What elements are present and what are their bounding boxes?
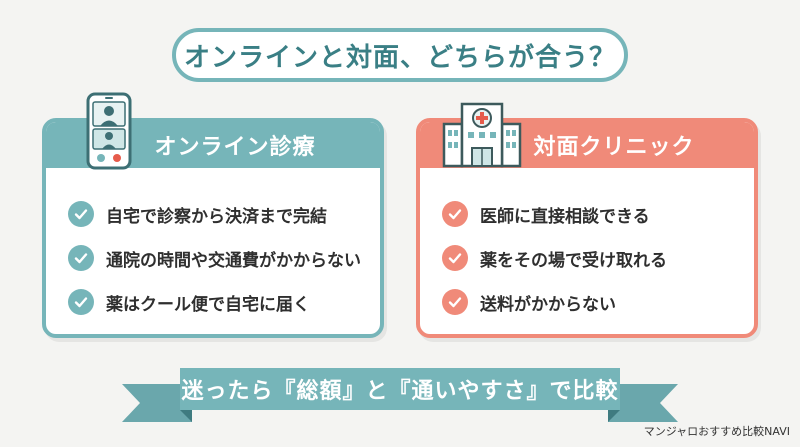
- clinic-card-title: 対面クリニック: [533, 135, 695, 160]
- list-item: 薬をその場で受け取れる: [442, 236, 754, 280]
- online-card-title: オンライン診療: [154, 135, 316, 160]
- site-credit-text: マンジャロおすすめ比較NAVI: [643, 425, 790, 438]
- banner-message: 迷ったら『総額』と『通いやすさ』で比較: [181, 379, 619, 404]
- list-item-text: 送料がかからない: [480, 294, 616, 315]
- check-icon: [68, 201, 94, 227]
- list-item: 自宅で診察から決済まで完結: [68, 192, 380, 236]
- smartphone-video-call-icon: [86, 92, 132, 170]
- check-icon: [442, 245, 468, 271]
- list-item: 薬はクール便で自宅に届く: [68, 280, 380, 324]
- hospital-building-icon: [440, 98, 524, 168]
- page-title: オンラインと対面、どちらが合う？: [172, 28, 628, 82]
- banner-text: 迷ったら『総額』と『通いやすさ』で比較: [180, 368, 620, 410]
- banner-ribbon: [122, 368, 678, 422]
- list-item-text: 薬をその場で受け取れる: [480, 250, 667, 271]
- list-item-text: 医師に直接相談できる: [480, 206, 650, 227]
- site-credit: マンジャロおすすめ比較NAVI: [644, 423, 790, 439]
- clinic-benefit-list: 医師に直接相談できる 薬をその場で受け取れる 送料がかからない: [420, 168, 754, 324]
- check-icon: [68, 289, 94, 315]
- online-benefit-list: 自宅で診察から決済まで完結 通院の時間や交通費がかからない 薬はクール便で自宅に…: [46, 168, 380, 324]
- check-icon: [442, 289, 468, 315]
- check-icon: [442, 201, 468, 227]
- page-title-text: オンラインと対面、どちらが合う？: [183, 42, 616, 73]
- list-item: 送料がかからない: [442, 280, 754, 324]
- list-item-text: 通院の時間や交通費がかからない: [106, 250, 361, 271]
- check-icon: [68, 245, 94, 271]
- list-item: 通院の時間や交通費がかからない: [68, 236, 380, 280]
- list-item: 医師に直接相談できる: [442, 192, 754, 236]
- list-item-text: 薬はクール便で自宅に届く: [106, 294, 310, 315]
- list-item-text: 自宅で診察から決済まで完結: [106, 206, 327, 227]
